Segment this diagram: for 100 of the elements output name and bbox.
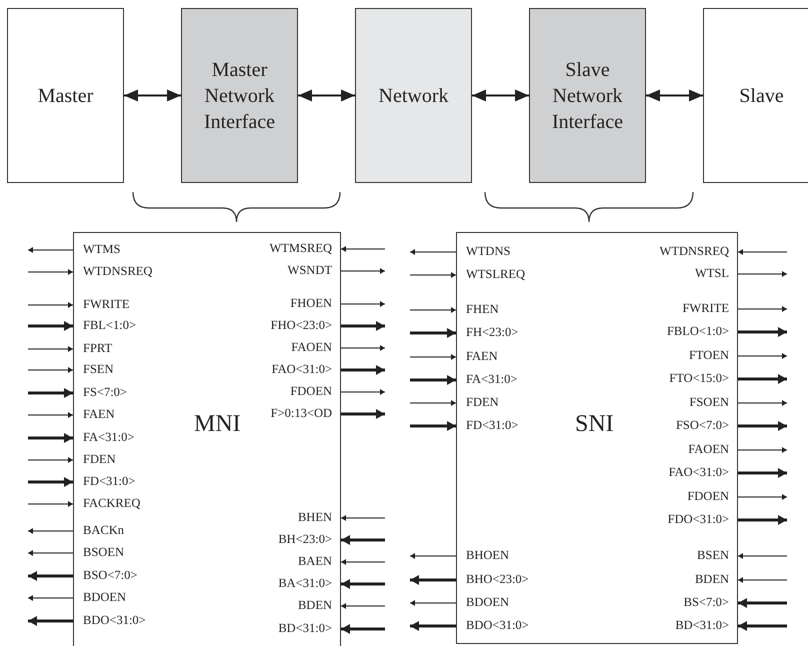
pin-label: WTDNSREQ: [660, 244, 729, 259]
block-title: MNI: [194, 411, 241, 438]
pin-label: FSOEN: [689, 395, 729, 410]
pin-label: FA<31:0>: [466, 372, 518, 387]
bus-arrow: [410, 375, 456, 385]
pin-label: WTSLREQ: [466, 267, 526, 282]
bus-arrow: [738, 327, 787, 337]
signal-arrow: [28, 501, 74, 507]
signal-arrow: [340, 268, 386, 274]
bus-arrow: [28, 571, 73, 581]
pin-label: BHO<23:0>: [466, 572, 529, 587]
signal-arrow: [410, 272, 456, 278]
pin-label: BDO<31:0>: [83, 613, 146, 628]
pin-label: FHOEN: [290, 296, 332, 311]
pin-label: FH<23:0>: [466, 325, 518, 340]
bus-arrow: [410, 575, 456, 585]
bus-arrow: [28, 321, 73, 331]
bus-arrow: [410, 421, 456, 431]
bus-arrow: [341, 365, 385, 375]
pin-label: FDOEN: [290, 384, 332, 399]
double-arrow: [298, 90, 355, 102]
bus-arrow: [738, 374, 787, 384]
pin-label: BHEN: [298, 510, 332, 525]
signal-arrow: [738, 353, 788, 359]
bus-arrow: [738, 598, 787, 608]
signal-arrow: [410, 600, 456, 606]
signal-arrow: [28, 595, 74, 601]
signal-arrow: [28, 550, 74, 556]
pin-label: FD<31:0>: [466, 418, 518, 433]
signal-arrow: [340, 301, 386, 307]
signal-arrow: [738, 271, 788, 277]
interface-block: [73, 232, 341, 646]
pin-label: FAO<31:0>: [668, 465, 729, 480]
signal-arrow: [738, 553, 788, 559]
signal-arrow: [340, 515, 386, 521]
double-arrow: [472, 90, 529, 102]
signal-arrow: [340, 559, 386, 565]
signal-arrow: [738, 306, 788, 312]
pin-label: BDO<31:0>: [466, 618, 529, 633]
bus-arrow: [738, 421, 787, 431]
pin-label: FBLO<1:0>: [666, 324, 729, 339]
bus-arrow: [341, 624, 385, 634]
signal-arrow: [28, 528, 74, 534]
signal-arrow: [738, 577, 788, 583]
bus-arrow: [341, 409, 385, 419]
bus-arrow: [410, 328, 456, 338]
bus-arrow: [28, 433, 73, 443]
pin-label: FD<31:0>: [83, 474, 136, 489]
block-title: SNI: [575, 411, 614, 438]
pin-label: FSEN: [83, 362, 114, 377]
bus-arrow: [341, 321, 385, 331]
bus-arrow: [410, 621, 456, 631]
signal-arrow: [410, 553, 456, 559]
pin-label: WSNDT: [288, 263, 332, 278]
bus-arrow: [28, 477, 73, 487]
signal-arrow: [28, 269, 74, 275]
pin-label: FAEN: [83, 407, 115, 422]
pin-label: BS<7:0>: [684, 595, 729, 610]
pin-label: WTMSREQ: [270, 241, 332, 256]
pin-label: BSEN: [697, 548, 729, 563]
signal-arrow: [410, 249, 456, 255]
pin-label: FTO<15:0>: [669, 371, 729, 386]
signal-arrow: [410, 354, 456, 360]
pin-label: FAO<31:0>: [272, 362, 332, 377]
pin-label: BACKn: [83, 523, 124, 538]
signal-arrow: [28, 457, 74, 463]
pin-label: FDOEN: [687, 489, 729, 504]
pin-label: FHO<23:0>: [270, 318, 332, 333]
signal-arrow: [28, 367, 74, 373]
bus-arrow: [28, 388, 73, 398]
signal-arrow: [340, 345, 386, 351]
signal-arrow: [340, 246, 386, 252]
pin-label: BD<31:0>: [675, 618, 729, 633]
pin-label: BAEN: [298, 554, 332, 569]
bus-arrow: [341, 535, 385, 545]
signal-arrow: [738, 400, 788, 406]
pin-label: BSOEN: [83, 545, 124, 560]
pin-label: BDEN: [298, 598, 332, 613]
pin-label: FPRT: [83, 341, 112, 356]
pin-label: WTMS: [83, 242, 120, 257]
signal-arrow: [28, 302, 74, 308]
signal-arrow: [738, 494, 788, 500]
bus-arrow: [738, 468, 787, 478]
pin-label: FWRITE: [83, 297, 130, 312]
pin-label: FDO<31:0>: [668, 512, 729, 527]
pin-label: BH<23:0>: [278, 532, 332, 547]
bus-arrow: [341, 579, 385, 589]
bus-arrow: [738, 515, 787, 525]
pin-label: WTDNSREQ: [83, 264, 152, 279]
signal-arrow: [410, 307, 456, 313]
process-box: Slave: [703, 8, 808, 183]
pin-label: FBL<1:0>: [83, 318, 136, 333]
pin-label: FTOEN: [688, 348, 729, 363]
signal-arrow: [738, 249, 788, 255]
pin-label: BDOEN: [83, 590, 126, 605]
pin-label: FAOEN: [688, 442, 729, 457]
pin-label: FDEN: [466, 395, 499, 410]
pin-label: BHOEN: [466, 548, 510, 563]
signal-arrow: [340, 389, 386, 395]
pin-label: FS<7:0>: [83, 385, 127, 400]
